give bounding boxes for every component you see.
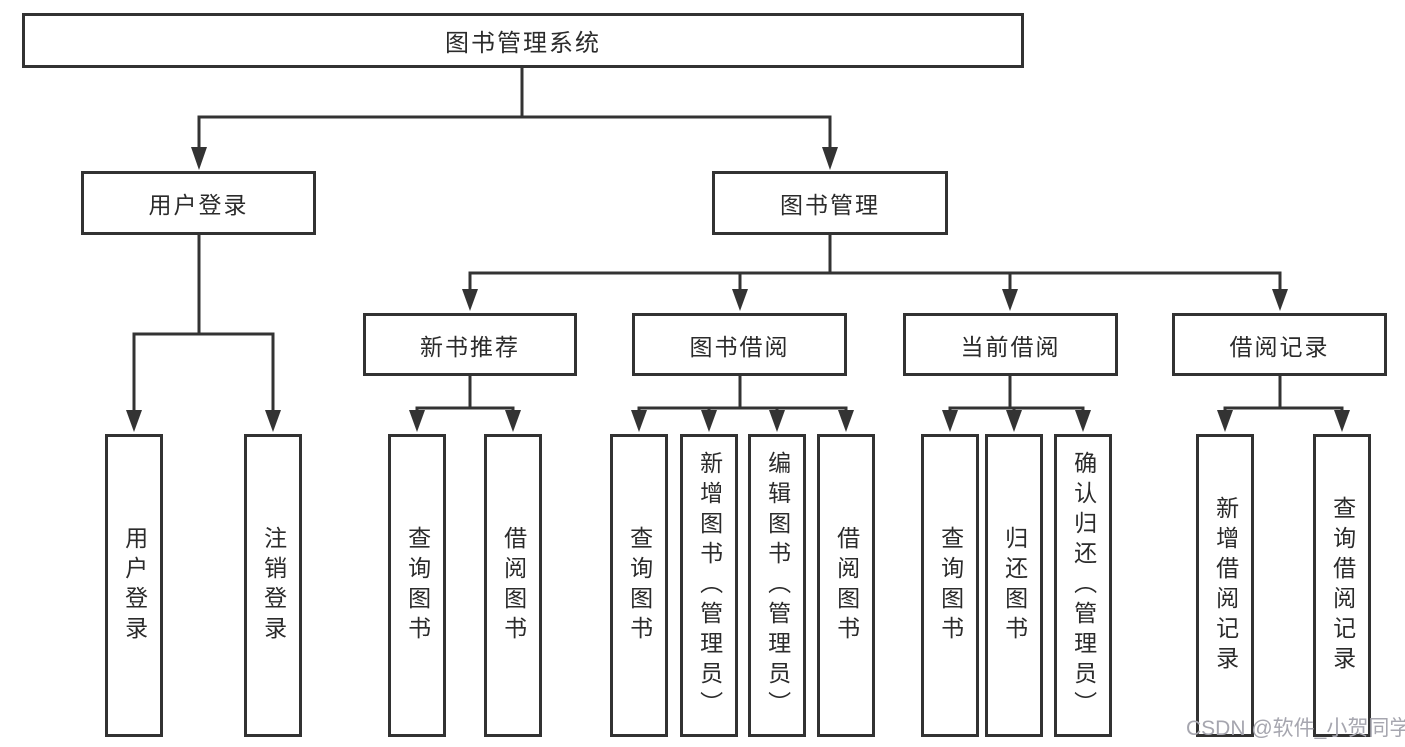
leaf-return-books: 归还图书 [985, 434, 1043, 737]
leaf-add-books-admin-label: 新增图书（管理员） [696, 450, 723, 721]
node-current-borrowing: 当前借阅 [903, 313, 1118, 376]
leaf-query-borrow-record-label: 查询借阅记录 [1329, 495, 1356, 676]
node-current-borrowing-label: 当前借阅 [960, 333, 1061, 360]
leaf-query-books-current-label: 查询图书 [937, 525, 964, 646]
node-book-management: 图书管理 [712, 171, 948, 235]
leaf-confirm-return-admin-label: 确认归还（管理员） [1070, 450, 1097, 721]
leaf-add-borrow-record-label: 新增借阅记录 [1212, 495, 1239, 676]
leaf-query-books-recommend: 查询图书 [388, 434, 446, 737]
leaf-query-borrow-record: 查询借阅记录 [1313, 434, 1371, 737]
node-library-system: 图书管理系统 [22, 13, 1024, 68]
arrowheads [126, 147, 1350, 432]
node-library-system-label: 图书管理系统 [445, 30, 601, 57]
watermark: CSDN @软件_小贺同学 [1186, 717, 1405, 740]
node-new-book-recommend-label: 新书推荐 [420, 333, 520, 360]
leaf-borrow-books-recommend-label: 借阅图书 [500, 525, 527, 646]
leaf-logout-label: 注销登录 [260, 525, 287, 646]
node-book-borrowing: 图书借阅 [632, 313, 847, 376]
leaf-query-books-borrowing: 查询图书 [610, 434, 668, 737]
leaf-add-books-admin: 新增图书（管理员） [680, 434, 738, 737]
leaf-user-login: 用户登录 [105, 434, 163, 737]
leaf-query-books-recommend-label: 查询图书 [404, 525, 431, 646]
leaf-user-login-label: 用户登录 [121, 525, 148, 646]
node-book-borrowing-label: 图书借阅 [689, 333, 790, 360]
node-user-login-label: 用户登录 [148, 192, 249, 218]
node-user-login: 用户登录 [81, 171, 316, 235]
leaf-borrow-books-borrowing-label: 借阅图书 [833, 525, 860, 646]
node-borrowing-records: 借阅记录 [1172, 313, 1387, 376]
leaf-logout: 注销登录 [244, 434, 302, 737]
node-new-book-recommend: 新书推荐 [363, 313, 577, 376]
leaf-confirm-return-admin: 确认归还（管理员） [1054, 434, 1112, 737]
node-book-management-label: 图书管理 [780, 192, 880, 218]
leaf-borrow-books-borrowing: 借阅图书 [817, 434, 875, 737]
leaf-query-books-borrowing-label: 查询图书 [626, 525, 653, 646]
leaf-edit-books-admin-label: 编辑图书（管理员） [764, 450, 791, 721]
node-borrowing-records-label: 借阅记录 [1229, 333, 1330, 360]
leaf-borrow-books-recommend: 借阅图书 [484, 434, 542, 737]
leaf-add-borrow-record: 新增借阅记录 [1196, 434, 1254, 737]
leaf-return-books-label: 归还图书 [1001, 525, 1028, 646]
leaf-query-books-current: 查询图书 [921, 434, 979, 737]
leaf-edit-books-admin: 编辑图书（管理员） [748, 434, 806, 737]
